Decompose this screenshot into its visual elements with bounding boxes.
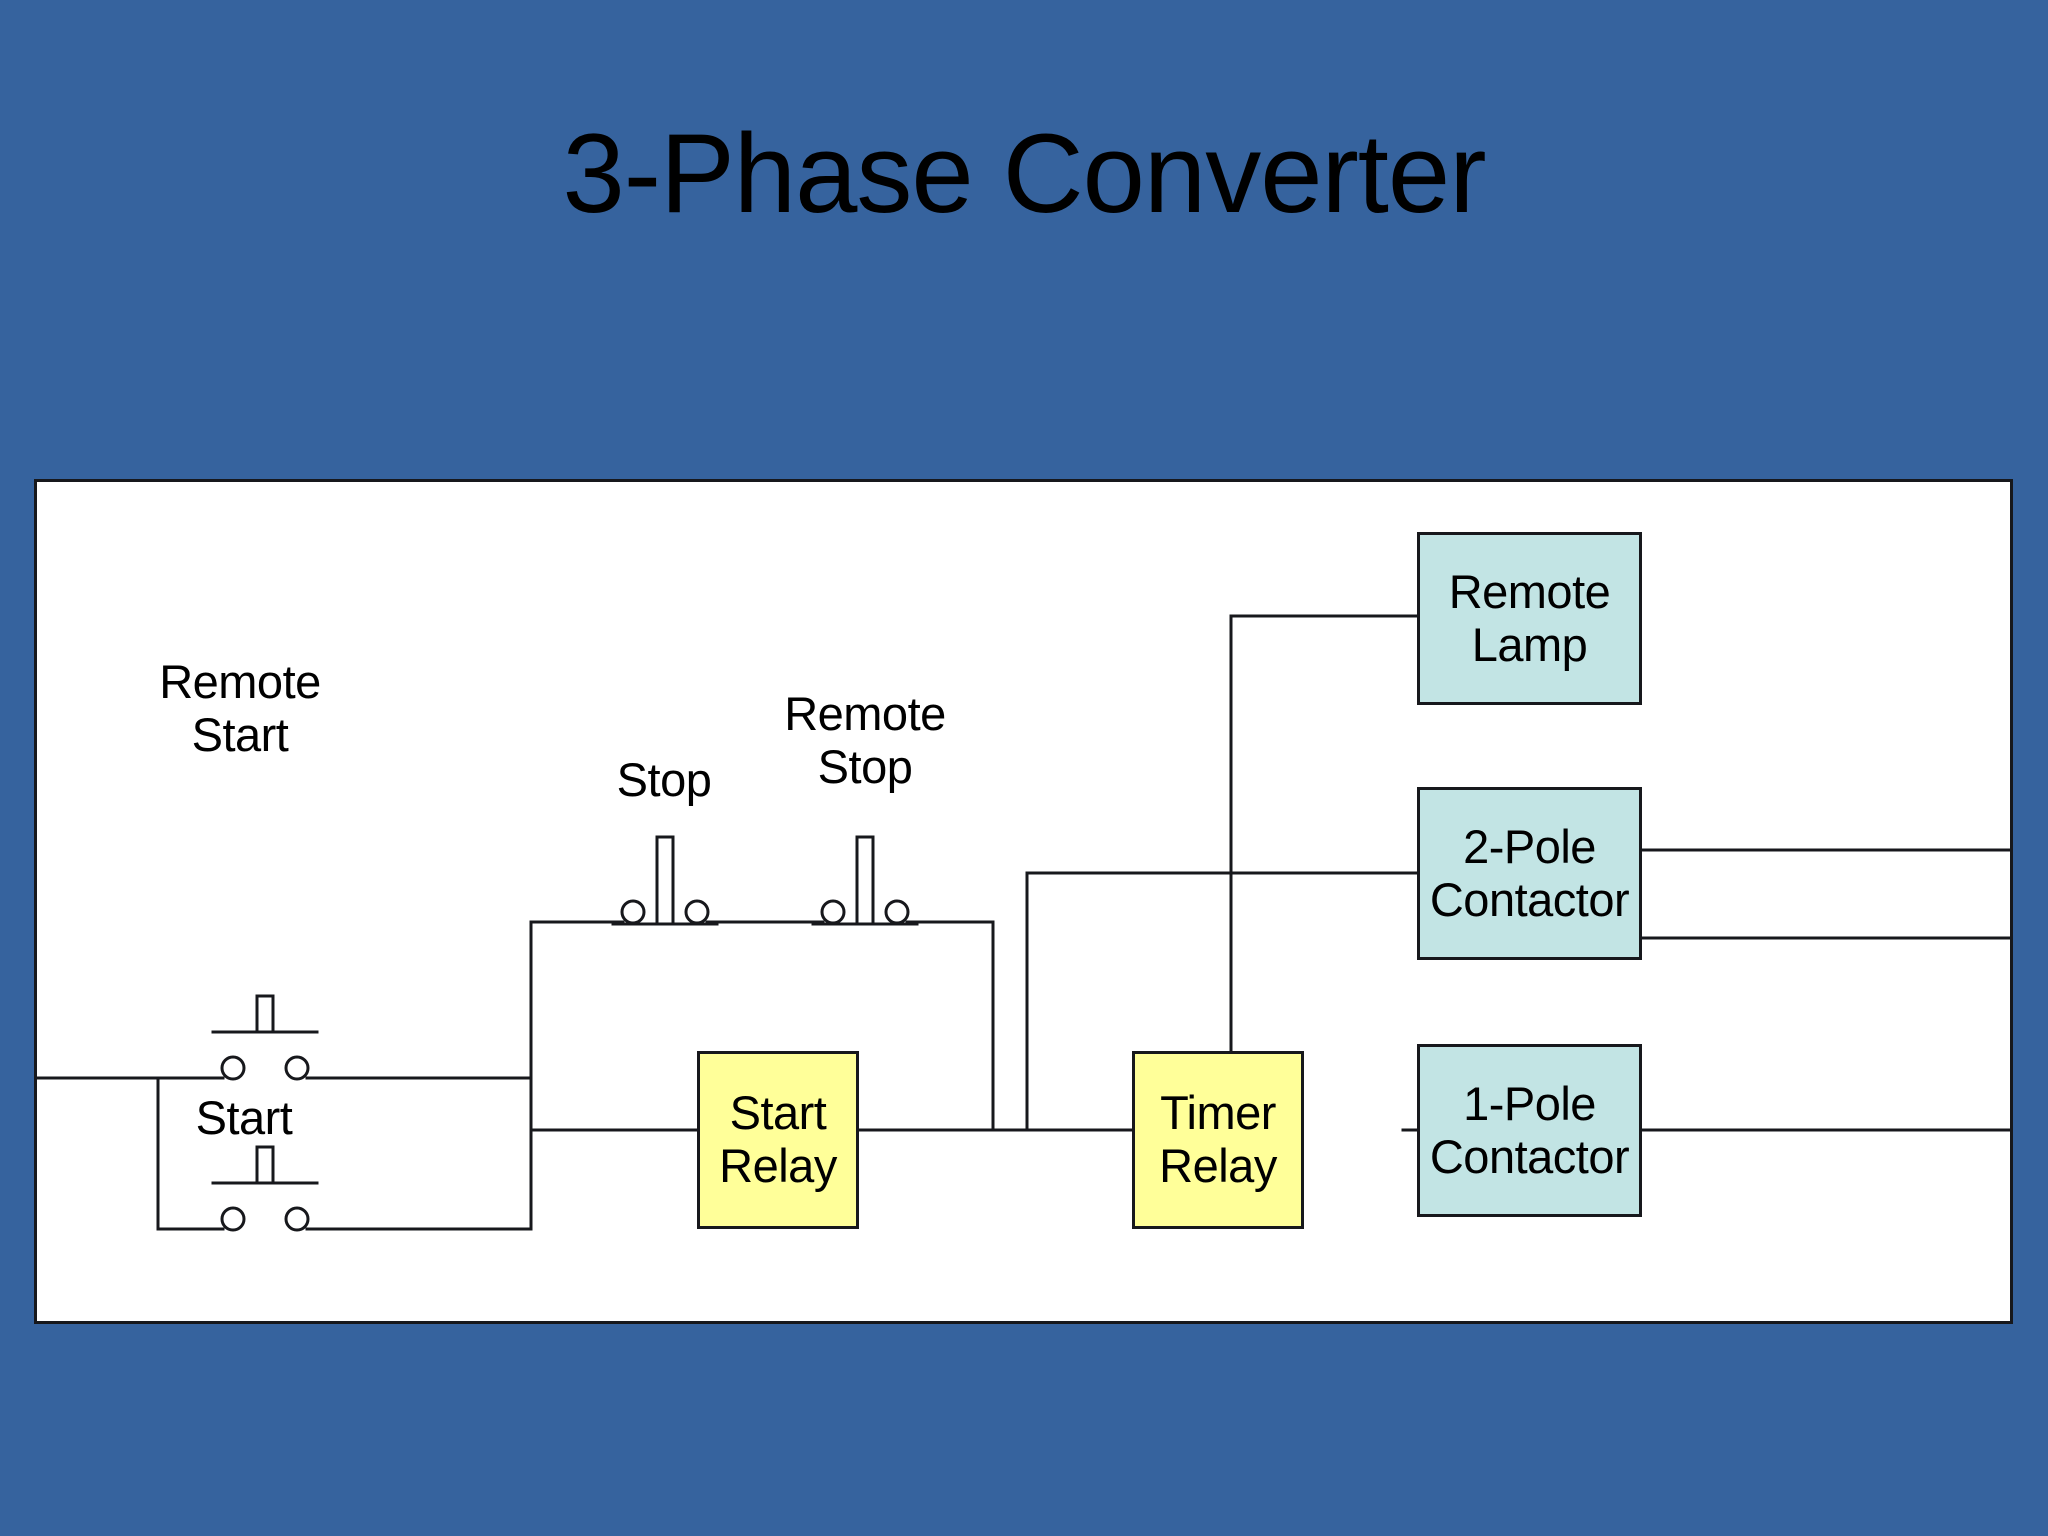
block-two-pole-contactor[interactable]: 2-Pole Contactor	[1417, 787, 1642, 960]
label-start: Start	[169, 1091, 319, 1145]
page-title: 3-Phase Converter	[562, 111, 1486, 236]
block-one-pole-contactor[interactable]: 1-Pole Contactor	[1417, 1044, 1642, 1217]
stop-switch-symbol	[611, 835, 719, 926]
block-timer-relay[interactable]: Timer Relay	[1132, 1051, 1304, 1229]
diagram-panel: Remote Start Start Stop Remote Stop Star…	[34, 479, 2013, 1324]
block-start-relay[interactable]: Start Relay	[697, 1051, 859, 1229]
block-start-relay-line2: Relay	[719, 1139, 837, 1192]
circuit-wiring	[37, 614, 2010, 1232]
label-start-line1: Start	[195, 1091, 293, 1144]
block-start-relay-line1: Start	[729, 1086, 827, 1140]
block-remote-lamp-line2: Lamp	[1471, 617, 1588, 671]
label-remote-stop: Remote Stop	[770, 687, 960, 793]
label-remote-start-line2: Start	[191, 707, 289, 761]
block-timer-relay-line1: Timer	[1160, 1086, 1276, 1140]
label-remote-start: Remote Start	[145, 655, 335, 761]
remote-stop-switch-symbol	[811, 835, 919, 926]
block-one-pole-contactor-line2: Contactor	[1429, 1129, 1630, 1183]
label-stop: Stop	[589, 753, 739, 807]
start-switch-symbol	[211, 1145, 319, 1232]
label-remote-start-line1: Remote	[159, 655, 321, 708]
block-timer-relay-line2: Relay	[1159, 1139, 1277, 1192]
block-two-pole-contactor-line2: Contactor	[1429, 872, 1630, 926]
block-two-pole-contactor-line1: 2-Pole	[1463, 819, 1596, 873]
label-remote-stop-line1: Remote	[784, 687, 946, 740]
label-remote-stop-line2: Stop	[817, 739, 913, 793]
block-remote-lamp-line1: Remote	[1448, 564, 1611, 618]
label-stop-line1: Stop	[616, 753, 712, 806]
block-one-pole-contactor-line1: 1-Pole	[1463, 1076, 1596, 1130]
remote-start-switch-symbol	[211, 994, 319, 1081]
block-remote-lamp[interactable]: Remote Lamp	[1417, 532, 1642, 705]
